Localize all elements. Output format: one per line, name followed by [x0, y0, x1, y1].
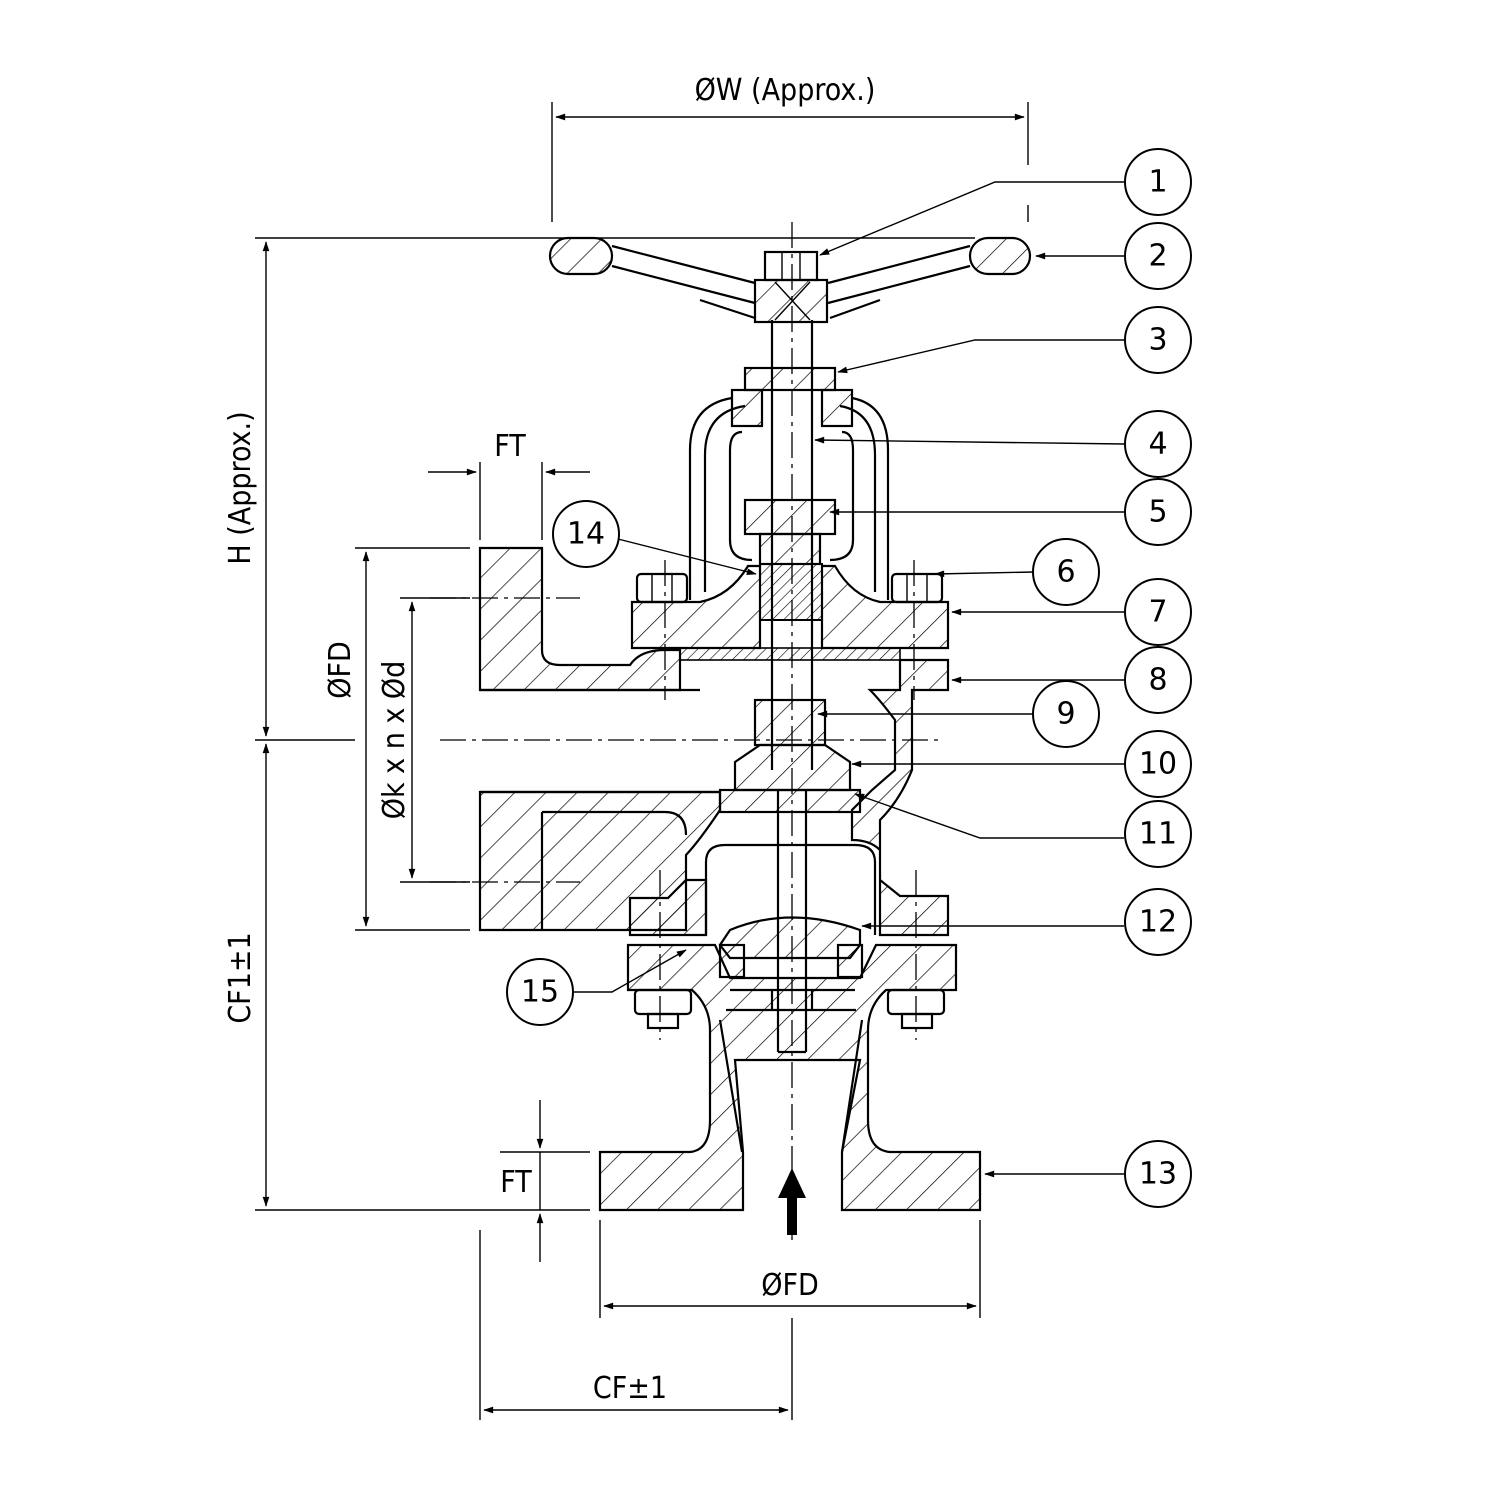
svg-text:1: 1 — [1148, 165, 1167, 200]
dim-fd-side-label: ØFD — [323, 641, 358, 699]
dim-kd-label: Øk x n x Ød — [377, 661, 412, 820]
svg-text:2: 2 — [1148, 239, 1167, 274]
svg-text:11: 11 — [1139, 817, 1177, 852]
yoke — [630, 366, 950, 661]
dim-ft-bottom-label: FT — [500, 1165, 532, 1200]
dim-fd-bottom-label: ØFD — [761, 1268, 819, 1303]
svg-text:8: 8 — [1148, 663, 1167, 698]
svg-text:14: 14 — [567, 517, 605, 552]
balloon-3: 3 — [1124, 306, 1192, 374]
svg-text:12: 12 — [1139, 905, 1177, 940]
balloon-1: 1 — [1124, 148, 1192, 216]
svg-text:9: 9 — [1056, 697, 1075, 732]
valve-body — [478, 546, 982, 1212]
flow-arrow — [778, 1168, 806, 1235]
balloon-6: 6 — [1032, 538, 1100, 606]
svg-text:15: 15 — [521, 975, 559, 1010]
balloon-12: 12 — [1124, 888, 1192, 956]
balloon-14: 14 — [552, 500, 620, 568]
svg-text:5: 5 — [1148, 495, 1167, 530]
balloon-2: 2 — [1124, 222, 1192, 290]
dimension-lines — [255, 102, 1029, 1420]
svg-text:7: 7 — [1148, 595, 1167, 630]
dimension-labels: ØW (Approx.) H (Approx.) FT ØFD Øk x n x… — [223, 73, 875, 1406]
part-balloons: 1 2 3 4 5 6 7 8 9 10 11 12 13 14 15 — [506, 148, 1192, 1208]
balloon-11: 11 — [1124, 800, 1192, 868]
dim-cf-label: CF±1 — [593, 1371, 667, 1406]
svg-text:3: 3 — [1148, 323, 1167, 358]
balloon-15: 15 — [506, 958, 574, 1026]
svg-text:10: 10 — [1139, 747, 1177, 782]
svg-text:6: 6 — [1056, 555, 1075, 590]
balloon-4: 4 — [1124, 410, 1192, 478]
handwheel — [548, 236, 1032, 324]
balloon-7: 7 — [1124, 578, 1192, 646]
balloon-5: 5 — [1124, 478, 1192, 546]
dim-w-label: ØW (Approx.) — [695, 73, 876, 108]
svg-text:4: 4 — [1148, 427, 1167, 462]
balloon-10: 10 — [1124, 730, 1192, 798]
svg-text:13: 13 — [1139, 1157, 1177, 1192]
dim-cf1-label: CF1±1 — [223, 932, 258, 1023]
dim-h-label: H (Approx.) — [223, 411, 258, 564]
leader-lines — [572, 181, 1125, 1178]
balloon-8: 8 — [1124, 646, 1192, 714]
balloon-9: 9 — [1032, 680, 1100, 748]
balloon-13: 13 — [1124, 1140, 1192, 1208]
dim-ft-top-label: FT — [494, 429, 526, 464]
